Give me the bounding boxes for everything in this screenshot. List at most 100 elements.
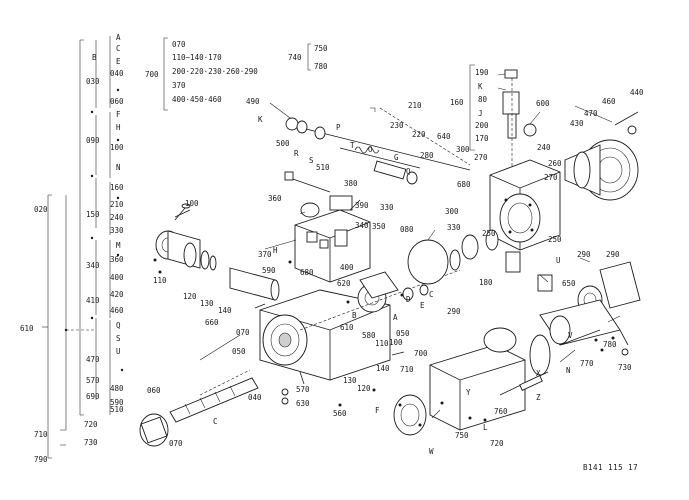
legend-node: 210 [110,200,124,209]
legend-node: Q [116,321,121,330]
legend-block-700: 700 070 110~140·170 200·220·230·260·290 … [145,37,258,111]
block-700-line: 370 [172,81,186,90]
callout: 620 [337,279,351,288]
callout: 110 [153,276,167,285]
block-740-line: 750 [314,44,328,53]
callout: 280 [420,151,434,160]
large-ring [407,239,449,285]
legend-node: 400 [110,273,124,282]
legend-node: 480 [110,384,124,393]
callout: D [406,295,411,304]
callout: 050 [232,347,246,356]
callout: 040 [248,393,262,402]
legend-node: 020 [34,205,48,214]
callout: 100 [185,199,199,208]
callout: B [352,311,357,320]
callout: 060 [147,386,161,395]
callout: 570 [296,385,310,394]
block-700-line: 400·450·460 [172,95,222,104]
callout: 200 [475,121,489,130]
callout: 080 [400,225,414,234]
legend-node: N [116,163,121,172]
legend-node: 570 [86,376,100,385]
callout: 260 [548,159,562,168]
callout: 580 [362,331,376,340]
callout: 160 [450,98,464,107]
callout: 590 [262,266,276,275]
callout: 370 [258,250,272,259]
callout: W [429,447,434,456]
callout: Z [536,393,541,402]
callout: 170 [475,134,489,143]
legend-node: 100 [110,143,124,152]
legend-tree: 610 020 710 790 720 730 B 030 090 150 34… [20,33,124,464]
callout: 140 [218,306,232,315]
callout: X [536,369,541,378]
bolts [153,209,615,422]
legend-node: E [116,57,121,66]
callout: A [393,313,398,322]
legend-node: S [116,334,121,343]
legend-node: 060 [110,97,124,106]
callout: C [429,290,434,299]
callout: 610 [340,323,354,332]
callout: C [213,417,218,426]
callout: 290 [577,250,591,259]
legend-node: 730 [84,438,98,447]
callout: 760 [494,407,508,416]
callout: T [350,141,355,150]
legend-node: 030 [86,77,100,86]
callout: 180 [479,278,493,287]
block-700-id: 700 [145,70,159,79]
callout: 80 [478,95,488,104]
callout: J [478,109,483,118]
legend-node: 090 [86,136,100,145]
callout: 250 [482,229,496,238]
callout: 400 [340,263,354,272]
callout: 130 [200,299,214,308]
legend-root: 610 [20,324,34,333]
solenoid-block [284,171,371,283]
callout: 470 [584,109,598,118]
callout: 270 [474,153,488,162]
legend-node: 150 [86,210,100,219]
callout: 350 [372,222,386,231]
legend-node: 410 [86,296,100,305]
legend-node: 040 [110,69,124,78]
callout: 430 [570,119,584,128]
callout: 650 [562,279,576,288]
callout: 070 [236,328,250,337]
callout: 130 [343,376,357,385]
legend-node: C [116,44,121,53]
callout: 780 [603,340,617,349]
callout: 250 [548,235,562,244]
legend-node: 470 [86,355,100,364]
input-shaft [139,377,289,447]
callout: 120 [183,292,197,301]
legend-node: 360 [110,255,124,264]
shaft-assembly-left [155,203,280,301]
callout: S [309,156,314,165]
callout: 290 [447,307,461,316]
callout: 070 [169,439,183,448]
callout: 640 [437,132,451,141]
callout: H [273,246,278,255]
cylinder-housing-right [539,261,641,356]
legend-node: 460 [110,306,124,315]
legend-node: 720 [84,420,98,429]
callout: 220 [412,130,426,139]
pump-assembly-bottom [393,327,601,436]
callout: K [258,115,263,124]
valve-group-top-right [469,64,639,201]
callout: 120 [357,384,371,393]
callout: K [478,82,483,91]
callout: Q [406,167,411,176]
callout: 750 [455,431,469,440]
parts-drawing: 190 K 80 J 200 170 600 430 440 460 470 1… [139,64,644,456]
callout: U [556,256,561,265]
callout: 770 [580,359,594,368]
callout: R [294,149,299,158]
callout: 100 [389,338,403,347]
legend-node: M [116,241,121,250]
callout: 460 [602,97,616,106]
